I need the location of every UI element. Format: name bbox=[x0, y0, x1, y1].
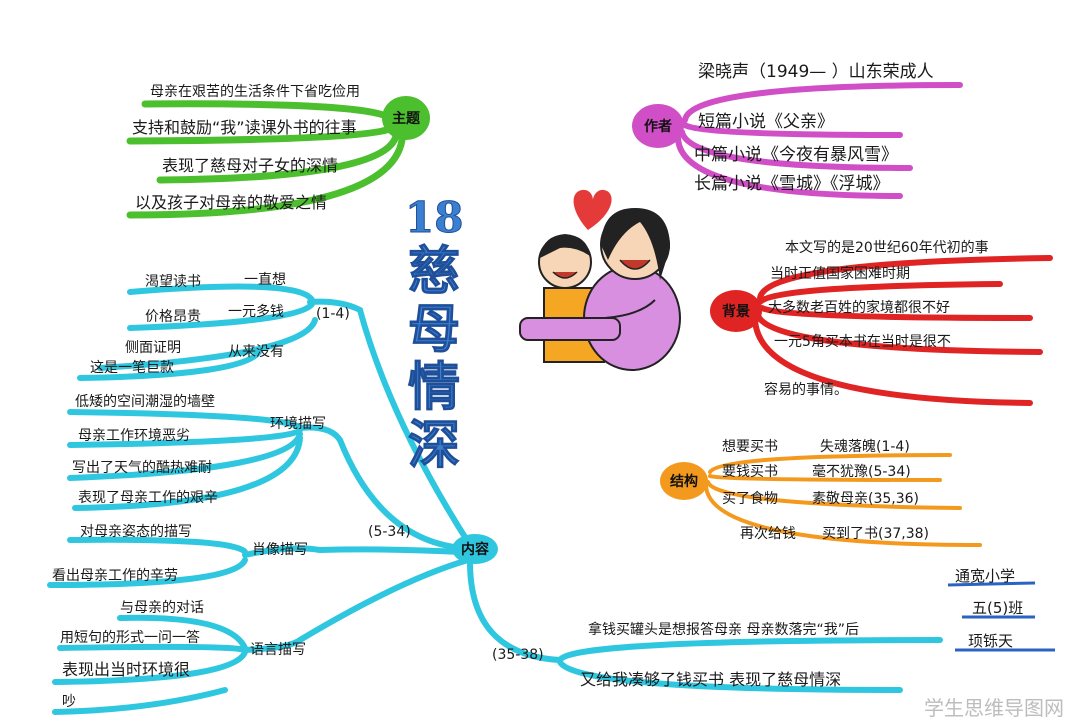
structure-right-4: 买到了书(37,38) bbox=[822, 526, 930, 542]
content-node-label: 内容 bbox=[461, 542, 489, 558]
heart-icon bbox=[573, 189, 612, 230]
theme-branches bbox=[126, 100, 406, 219]
language-leaf-3: 表现出当时环境很 bbox=[62, 660, 191, 679]
language-leaf-4: 吵 bbox=[62, 694, 76, 710]
school-class: 五(5)班 bbox=[972, 599, 1024, 617]
section1-label-1: 一直想 bbox=[244, 272, 286, 288]
theme-node-label: 主题 bbox=[392, 111, 420, 127]
theme-item-4: 以及孩子对母亲的敬爱之情 bbox=[135, 193, 328, 212]
background-item-3: 大多数老百姓的家境都很不好 bbox=[768, 300, 950, 316]
structure-node-label: 结构 bbox=[670, 474, 698, 490]
author-branches bbox=[675, 82, 963, 199]
theme-item-3: 表现了慈母对子女的深情 bbox=[162, 156, 339, 175]
section3-leaf-1: 拿钱买罐头是想报答母亲 母亲数落完“我”后 bbox=[588, 622, 859, 638]
portrait-leaf-1: 对母亲姿态的描写 bbox=[80, 524, 192, 540]
structure-left-4: 再次给钱 bbox=[740, 526, 796, 542]
mother-child-illustration bbox=[519, 189, 681, 371]
section1-label-2: 一元多钱 bbox=[228, 304, 284, 320]
structure-right-3: 素敬母亲(35,36) bbox=[812, 491, 920, 507]
student-name: 顼铄天 bbox=[968, 632, 1014, 650]
title-char-4: 深 bbox=[407, 415, 461, 476]
section3-leaf-2: 又给我凑够了钱买书 表现了慈母情深 bbox=[580, 670, 842, 689]
title-char-3: 情 bbox=[407, 357, 461, 418]
theme-node: 主题 bbox=[382, 96, 430, 140]
structure-left-1: 想要买书 bbox=[722, 439, 778, 455]
env-leaf-2: 母亲工作环境恶劣 bbox=[78, 428, 190, 444]
background-item-4: 一元5角买本书在当时是很不 bbox=[774, 334, 951, 350]
background-item-5: 容易的事情。 bbox=[764, 382, 848, 398]
language-leaf-1: 与母亲的对话 bbox=[120, 600, 204, 616]
author-item-1: 梁晓声（1949— ）山东荣成人 bbox=[698, 62, 934, 82]
author-node: 作者 bbox=[632, 104, 684, 148]
section2-range: (5-34) bbox=[368, 524, 411, 540]
portrait-leaf-2: 看出母亲工作的辛劳 bbox=[52, 568, 178, 584]
env-leaf-3: 写出了天气的酷热难耐 bbox=[72, 460, 212, 476]
section3-range: (35-38) bbox=[492, 647, 544, 663]
structure-right-1: 失魂落魄(1-4) bbox=[820, 439, 910, 455]
structure-right-2: 毫不犹豫(5-34) bbox=[812, 464, 911, 480]
title-number: 18 bbox=[404, 193, 464, 243]
background-node: 背景 bbox=[710, 290, 762, 332]
watermark-text: 学生思维导图网 bbox=[924, 696, 1064, 720]
author-item-4: 长篇小说《雪城》《浮城》 bbox=[694, 174, 890, 194]
theme-item-1: 母亲在艰苦的生活条件下省吃俭用 bbox=[150, 84, 360, 100]
background-branches bbox=[752, 255, 1053, 406]
author-node-label: 作者 bbox=[644, 119, 672, 135]
content-node: 内容 bbox=[452, 534, 498, 564]
title-char-1: 慈 bbox=[407, 241, 461, 302]
background-item-2: 当时正值国家困难时期 bbox=[770, 266, 910, 282]
theme-item-2: 支持和鼓励“我”读课外书的往事 bbox=[132, 118, 357, 137]
env-leaf-1: 低矮的空间潮湿的墙壁 bbox=[75, 394, 215, 410]
background-node-label: 背景 bbox=[722, 304, 750, 320]
section1-leaf-1: 渴望读书 bbox=[145, 274, 201, 290]
structure-left-2: 要钱买书 bbox=[722, 464, 778, 480]
structure-branches bbox=[704, 453, 982, 547]
section1-leaf-3b: 这是一笔巨款 bbox=[90, 360, 174, 376]
env-leaf-4: 表现了母亲工作的艰辛 bbox=[78, 490, 218, 506]
language-label: 语言描写 bbox=[250, 642, 306, 658]
title-char-2: 母 bbox=[407, 299, 461, 360]
structure-left-3: 买了食物 bbox=[722, 491, 778, 507]
author-item-2: 短篇小说《父亲》 bbox=[698, 112, 834, 132]
section1-range: (1-4) bbox=[316, 306, 350, 322]
school-name: 通宽小学 bbox=[955, 567, 1016, 585]
section1-label-3: 从来没有 bbox=[228, 344, 284, 360]
structure-node: 结构 bbox=[660, 462, 708, 500]
section1-leaf-2: 价格昂贵 bbox=[145, 309, 201, 325]
env-label: 环境描写 bbox=[270, 416, 326, 432]
background-item-1: 本文写的是20世纪60年代初的事 bbox=[785, 240, 989, 256]
section1-leaf-3a: 侧面证明 bbox=[125, 340, 181, 356]
author-item-3: 中篇小说《今夜有暴风雪》 bbox=[694, 145, 898, 165]
portrait-label: 肖像描写 bbox=[252, 542, 308, 558]
school-underlines bbox=[947, 581, 1055, 652]
language-leaf-2: 用短句的形式一问一答 bbox=[60, 630, 200, 646]
content-branches bbox=[47, 283, 943, 715]
